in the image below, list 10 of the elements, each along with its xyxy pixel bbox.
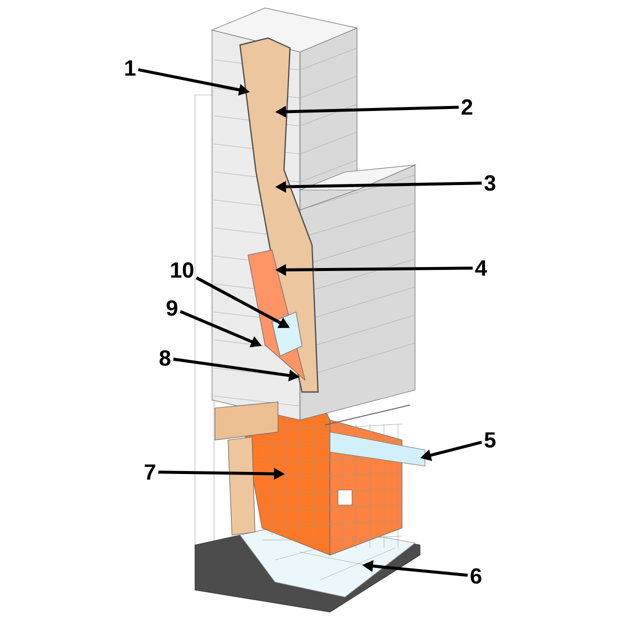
callout-number: 3 [484,175,496,191]
callout-number: 9 [166,300,178,316]
callout-number: 7 [144,464,156,480]
callout-number: 5 [484,432,496,448]
callout-number: 4 [475,260,488,276]
callout-number: 2 [462,99,472,115]
callout-number: 1 [125,60,136,76]
callout-number: 10 [171,262,194,278]
callout-number: 6 [470,568,482,584]
callout-number: 8 [160,350,170,366]
